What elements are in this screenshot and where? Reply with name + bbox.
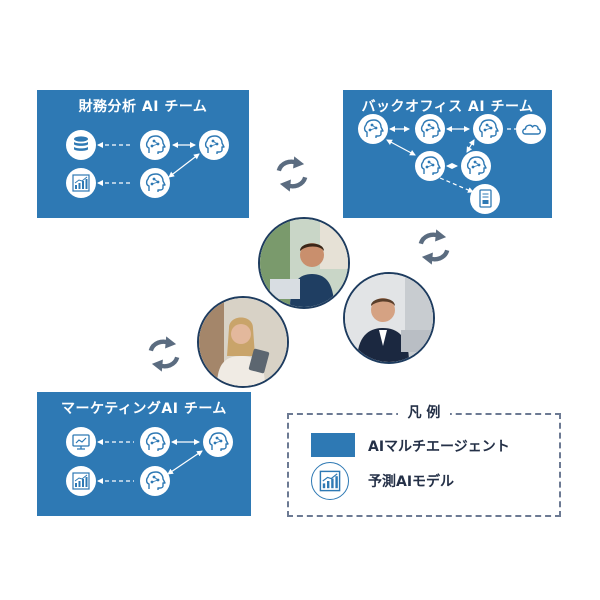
agent-legend-label: AIマルチエージェント	[368, 439, 510, 455]
refresh-cycle-icon	[412, 225, 456, 269]
robot-head-icon	[415, 151, 445, 181]
refresh-cycle-icon	[142, 332, 186, 376]
robot-head-icon	[203, 427, 233, 457]
backoffice-connectors	[386, 126, 524, 193]
person-photo-man-laptop	[258, 217, 350, 309]
robot-head-icon	[473, 114, 503, 144]
backoffice-team-title: バックオフィス AI チーム	[361, 99, 534, 115]
robot-head-icon	[140, 427, 170, 457]
finance-team-title: 財務分析 AI チーム	[78, 99, 208, 115]
robot-head-icon	[358, 114, 388, 144]
marketing-team-title: マーケティングAI チーム	[61, 401, 227, 417]
document-icon	[470, 184, 500, 214]
robot-head-icon	[199, 130, 229, 160]
finance-team-panel: 財務分析 AI チーム	[37, 90, 249, 218]
cloud-icon	[516, 114, 546, 144]
robot-head-icon	[140, 466, 170, 496]
marketing-connectors	[97, 439, 203, 484]
monitor-chart-icon	[66, 427, 96, 457]
person-photo-man-suit	[343, 272, 435, 364]
finance-connectors	[97, 142, 200, 186]
robot-head-icon	[461, 151, 491, 181]
backoffice-team-panel: バックオフィス AI チーム	[343, 90, 552, 218]
bar-chart-icon	[66, 168, 96, 198]
robot-head-icon	[140, 130, 170, 160]
marketing-team-panel: マーケティングAI チーム	[37, 392, 251, 516]
refresh-cycle-icon	[270, 152, 314, 196]
robot-head-icon	[415, 114, 445, 144]
bar-chart-icon	[311, 462, 349, 500]
database-icon	[66, 130, 96, 160]
robot-head-icon	[140, 168, 170, 198]
legend-title: 凡 例	[287, 402, 561, 422]
model-legend-label: 予測AIモデル	[368, 474, 455, 490]
agent-legend-swatch	[311, 433, 355, 457]
person-photo-woman-tablet	[197, 296, 289, 388]
bar-chart-icon	[66, 466, 96, 496]
